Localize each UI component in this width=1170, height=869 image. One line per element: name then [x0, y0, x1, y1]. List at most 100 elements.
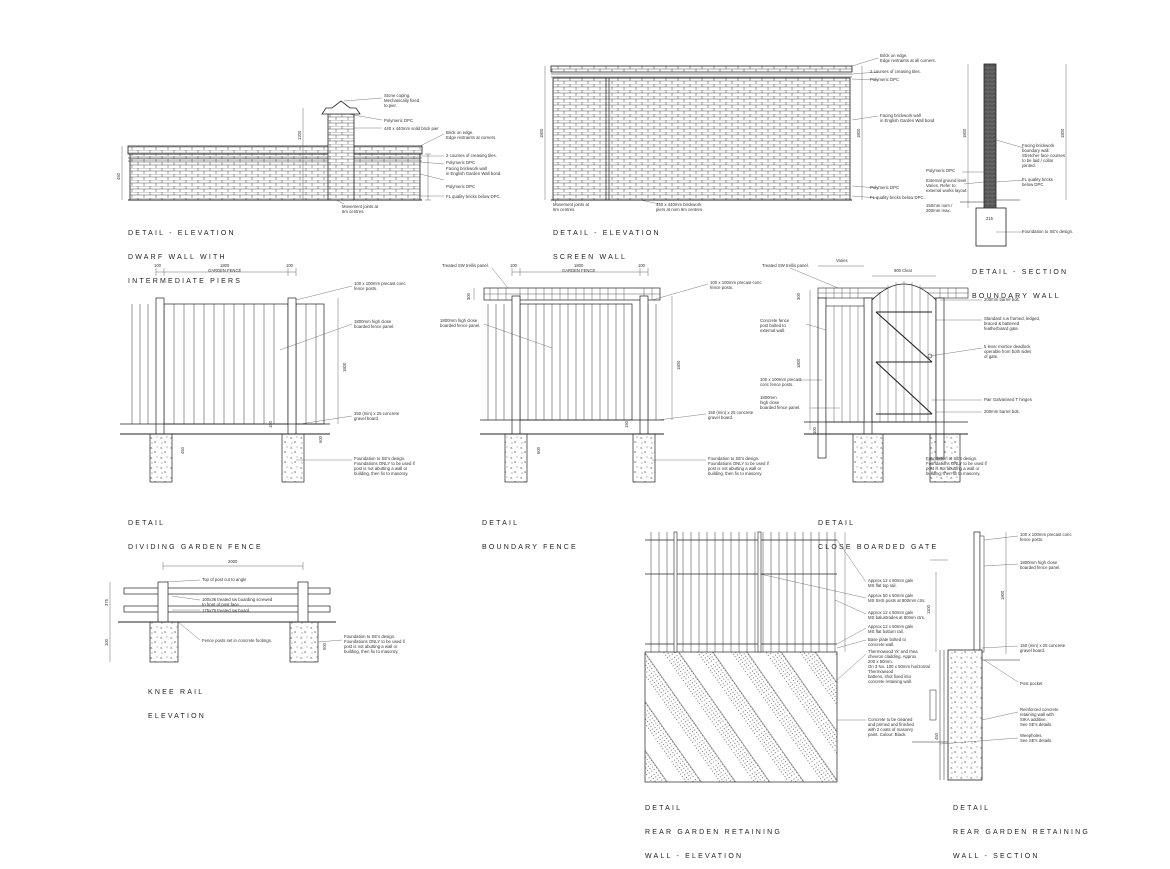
- knee-footing-b: [289, 621, 319, 663]
- railing-balusters: [650, 532, 836, 652]
- drawing-sheet: [109, 57, 1067, 783]
- note: Fence posts set in concrete footings.: [202, 638, 272, 643]
- title-line: SCREEN WALL: [553, 254, 628, 261]
- note: Concrete fence post bolted to external w…: [760, 318, 790, 333]
- title-line: REAR GARDEN RETAINING: [953, 829, 1091, 836]
- dim-label: 100: [104, 639, 109, 646]
- knee-post-b: [297, 581, 309, 623]
- retaining-wall-section: [912, 531, 1020, 781]
- note: Polymeric DPC: [926, 168, 956, 173]
- dim-label: 100: [154, 263, 161, 268]
- title-line: DETAIL: [953, 805, 991, 812]
- knee-footing-a: [149, 621, 179, 663]
- note: 150 (min) x 25 concrete gravel board.: [1020, 643, 1066, 653]
- note: 440 x 440mm solid brick pier: [384, 126, 439, 131]
- note: Thermowood 'rk' and rhea chevron claddin…: [868, 649, 930, 684]
- note: Weepholes. See SE's details.: [1020, 733, 1053, 743]
- note: Stone coping. Mechanically fixed to pier…: [384, 93, 420, 108]
- title-knee-rail: KNEE RAIL ELEVATION: [148, 673, 206, 729]
- close-boarded-gate: [804, 265, 969, 483]
- footing-a: [149, 433, 173, 483]
- dim-label: 1800: [796, 358, 801, 368]
- note: 5 lever mortice deadlock operable from b…: [984, 344, 1032, 359]
- screen-wall-bricks: [552, 77, 851, 201]
- dim-label: 450: [180, 447, 185, 454]
- note: 1800mm high close boarded fence panel.: [1020, 560, 1061, 570]
- note: 200mm barrel bolt.: [984, 409, 1020, 414]
- note: Approx 12 x 50mm galv MS balustrades at …: [868, 610, 926, 620]
- note: 150 (min) x 25 concrete gravel board.: [708, 410, 754, 420]
- dim-label: 375: [104, 599, 109, 606]
- gate-footing-right: [929, 433, 961, 483]
- dim-label: 300: [466, 293, 471, 300]
- dim-label: 150: [624, 421, 629, 428]
- fence-boards: [173, 304, 317, 424]
- dim-label: 1800: [342, 362, 347, 372]
- note: 100x36 treated sw boarding screwed to fr…: [202, 597, 273, 607]
- dim-label: 1800: [220, 263, 230, 268]
- title-line: BOUNDARY FENCE: [482, 544, 578, 551]
- title-line: DETAIL - ELEVATION: [128, 230, 236, 237]
- dim-label: 900 Clear: [894, 268, 913, 273]
- note: FL quality bricks below DPC: [1022, 177, 1053, 187]
- note: Foundation to SE's design. Foundations O…: [344, 634, 405, 654]
- footing-b: [281, 433, 305, 483]
- title-retaining-section: DETAIL REAR GARDEN RETAINING WALL - SECT…: [953, 789, 1090, 869]
- bfence-footing-b: [632, 433, 656, 483]
- note: Facing brickwork wall in English Garden …: [446, 166, 502, 176]
- note: 440 x 440mm brickwork piers at nom 6m ce…: [656, 202, 703, 212]
- dim-label: 215: [986, 216, 993, 221]
- note: 150 (min) x 25 concrete gravel board.: [354, 411, 400, 421]
- note: Polymeric DPC: [870, 77, 900, 82]
- note: Approx 12 x 50mm galv MS flat bottom rai…: [868, 624, 914, 634]
- note: 1800mm high close boarded fence panel.: [760, 395, 801, 410]
- note: Facing brickwork wall in English Garden …: [880, 113, 935, 123]
- dim-label: 1800: [574, 263, 584, 268]
- gate-panel-left: [825, 305, 865, 423]
- dividing-fence: [120, 268, 339, 483]
- dim-label: 1800: [1060, 128, 1065, 138]
- note: Foundation to SE's design. Foundations O…: [354, 456, 415, 476]
- note: Foundation to SE's design.: [1022, 229, 1074, 234]
- note: 100 x 100mm precast conc fence posts.: [710, 280, 762, 290]
- fence-panel-right: [295, 303, 325, 425]
- dwarf-wall-pier: [327, 113, 355, 201]
- dwarf-pier-cap: [321, 100, 361, 115]
- note: 1800mm high close boarded fence panel.: [440, 318, 481, 328]
- dwarf-wall-bricks: [129, 153, 421, 201]
- note: Reinforced concrete retaining wall with …: [1020, 707, 1059, 727]
- note: Brick on edge. Edge restraints at corner…: [446, 130, 497, 140]
- note: Polymeric DPC: [870, 185, 900, 190]
- dim-label: 300: [796, 293, 801, 300]
- retaining-cladding: [644, 651, 838, 783]
- title-gate: DETAIL CLOSE BOARDED GATE: [818, 504, 938, 560]
- title-line: REAR GARDEN RETAINING: [645, 829, 783, 836]
- dwarf-wall-elevation: [121, 100, 431, 201]
- note: 150mm nom / 200mm max.: [926, 203, 953, 213]
- knee-rail-board-bottom: [123, 605, 331, 613]
- dim-label: 1800: [856, 128, 861, 138]
- dim-label: 100: [286, 263, 293, 268]
- note: Facing brickwork boundary wall. Stretche…: [1022, 143, 1065, 168]
- dim-label: 500: [322, 643, 327, 650]
- title-screen-wall: DETAIL - ELEVATION SCREEN WALL: [553, 214, 661, 270]
- knee-post-a: [157, 581, 169, 623]
- title-dwarf-wall: DETAIL - ELEVATION DWARF WALL WITH INTER…: [128, 214, 242, 294]
- note: Polymeric DPC: [446, 184, 476, 189]
- boundary-wall-section: [960, 63, 1067, 247]
- title-line: DIVIDING GARDEN FENCE: [128, 544, 263, 551]
- note: Approx 12 x 60mm galv MS flat top rail.: [868, 578, 914, 588]
- note: Foundation to SE's design. Foundations O…: [926, 456, 987, 476]
- note: 2 courses of creasing tiles.: [870, 69, 921, 74]
- note: Treated SW trellis panel.: [442, 263, 489, 268]
- dim-label: 1800: [962, 128, 967, 138]
- title-line: DETAIL - ELEVATION: [553, 230, 661, 237]
- leader-lines: [165, 57, 1025, 745]
- title-retaining-elevation: DETAIL REAR GARDEN RETAINING WALL - ELEV…: [645, 789, 782, 869]
- note: Movement joints at 6m centres.: [342, 204, 379, 214]
- title-line: DWARF WALL WITH: [128, 254, 227, 261]
- screen-wall-coping: [550, 65, 853, 73]
- note: 100 x 100mm precast conc fence posts.: [1020, 532, 1072, 542]
- note: Concrete to be cleaned and primed and fi…: [868, 717, 914, 737]
- bfence-post-b: [639, 295, 649, 457]
